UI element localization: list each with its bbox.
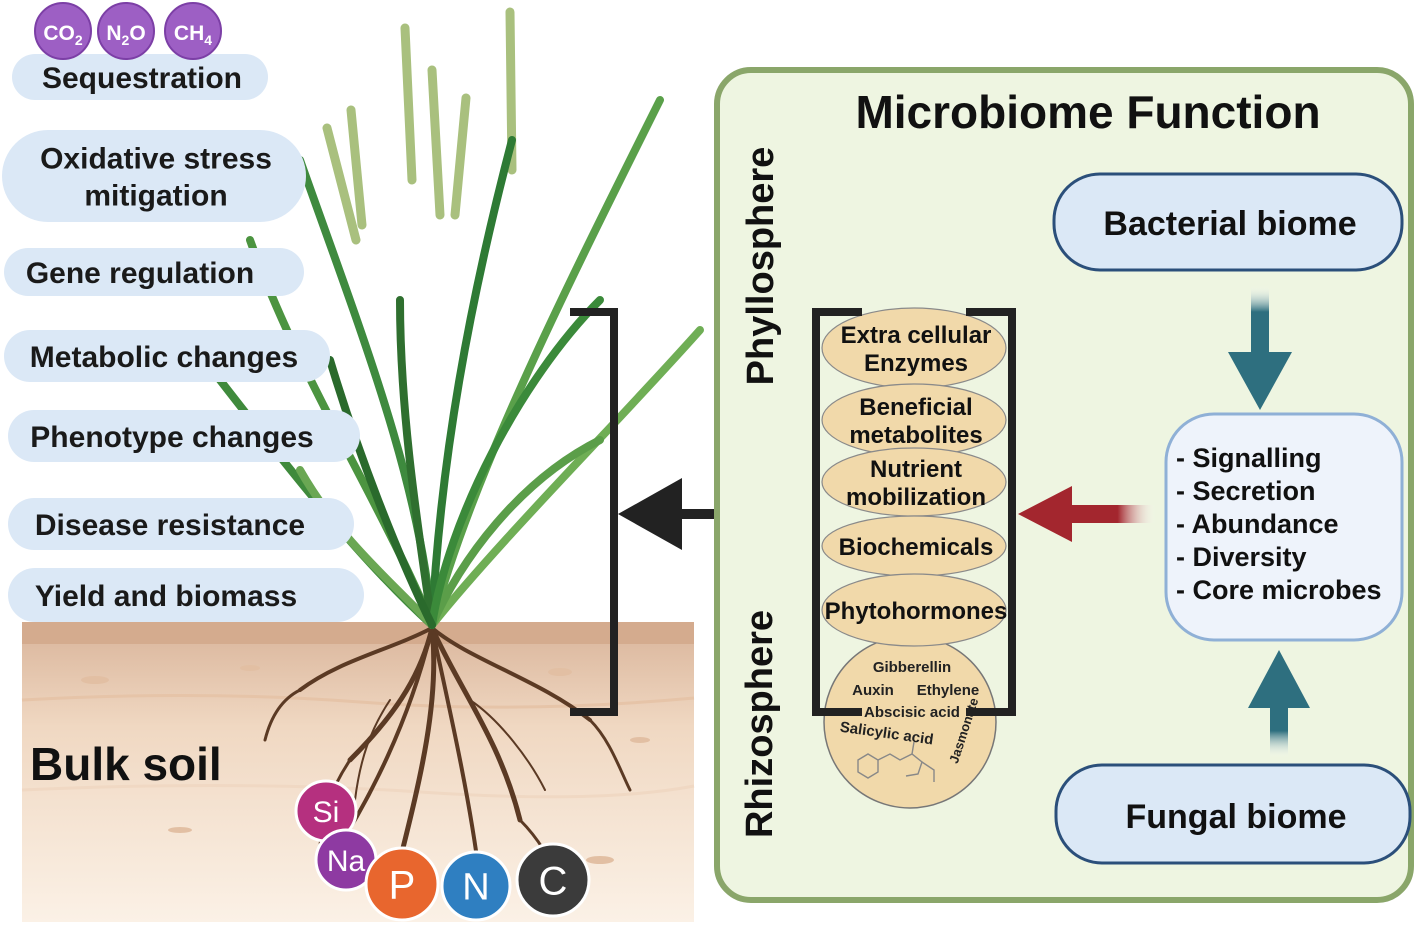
bacterial-to-functions-arrow — [1228, 286, 1292, 410]
benefit-pill — [12, 54, 268, 100]
benefit-item: Oxidative stress mitigation — [2, 130, 306, 222]
benefit-label: Yield and biomass — [35, 580, 297, 613]
nutrient-symbol: C — [539, 859, 568, 903]
product-label: Nutrient — [870, 456, 962, 483]
nutrient-symbol: N — [462, 867, 489, 909]
benefit-item: Phenotype changes — [8, 410, 360, 462]
benefit-label: Gene regulation — [26, 257, 254, 290]
nutrient-na: Na — [314, 828, 378, 892]
nutrient-symbol: Na — [327, 845, 366, 878]
benefit-item: Sequestration — [12, 54, 268, 100]
benefit-pill — [2, 130, 306, 222]
bulk-soil-label: Bulk soil — [30, 738, 222, 790]
functions-box — [1164, 412, 1404, 642]
product-label: Biochemicals — [839, 534, 994, 561]
soil-layer-line — [21, 783, 695, 799]
nutrient-symbol: Si — [313, 796, 340, 829]
benefit-item: Gene regulation — [4, 248, 304, 296]
function-item: - Abundance — [1176, 509, 1339, 539]
function-item: - Core microbes — [1176, 575, 1382, 605]
gas-bubble: CH4 — [164, 2, 222, 60]
benefit-pill — [8, 568, 364, 622]
microbiome-panel: Microbiome Function Phyllosphere Rhizosp… — [714, 67, 1414, 903]
nutrient-n: N — [440, 850, 512, 922]
fungal-to-functions-arrow — [1248, 650, 1310, 758]
product-label: Extra cellular — [841, 322, 992, 349]
panel-title: Microbiome Function — [855, 86, 1320, 138]
gas-bubble: CO2 — [34, 2, 92, 60]
gas-bubble: N2O — [97, 2, 155, 60]
product-label: Beneficial — [859, 394, 972, 421]
function-item: - Diversity — [1176, 542, 1307, 572]
soil-pebbles — [81, 665, 650, 864]
product-item: Biochemicals — [821, 515, 1007, 577]
product-label: Phytohormones — [825, 598, 1008, 625]
nutrient-circle — [440, 850, 512, 922]
gas-formula: CO2 — [43, 22, 83, 48]
benefit-pill — [8, 410, 360, 462]
function-list: - Signalling- Secretion- Abundance- Dive… — [1176, 443, 1382, 605]
nutrient-si: Si — [294, 779, 358, 843]
gas-formula: CH4 — [174, 22, 212, 48]
gas-circle — [34, 2, 92, 60]
product-label: Enzymes — [864, 350, 968, 377]
benefit-label: Oxidative stress — [40, 143, 272, 176]
product-label: metabolites — [849, 422, 982, 449]
product-item: Phytohormones — [821, 573, 1008, 647]
benefit-pill — [8, 498, 354, 550]
fungal-biome-label: Fungal biome — [1126, 798, 1347, 836]
gas-circle — [164, 2, 222, 60]
greenhouse-gases: CO2 N2O CH4 — [34, 2, 222, 60]
benefit-label: mitigation — [84, 180, 227, 213]
phyllosphere-label: Phyllosphere — [740, 147, 782, 386]
functions-to-products-arrow — [1018, 486, 1156, 542]
benefit-label: Sequestration — [42, 62, 242, 95]
nutrient-circle — [515, 842, 591, 918]
plant-bracket — [570, 308, 618, 716]
rhizosphere-label: Rhizosphere — [739, 610, 781, 838]
hormone-label: Ethylene — [917, 682, 980, 699]
soil-top-band — [22, 622, 694, 644]
product-bracket — [812, 308, 1016, 716]
benefit-label: Disease resistance — [35, 509, 305, 542]
bacterial-biome-label: Bacterial biome — [1103, 205, 1356, 243]
grass-plant — [216, 7, 704, 629]
fungal-biome-box — [1054, 763, 1412, 865]
hormone-label: Abscisic acid — [864, 704, 960, 721]
benefit-item: Metabolic changes — [4, 330, 330, 382]
nutrient-p: P — [364, 846, 440, 922]
nutrient-symbol: P — [389, 863, 416, 907]
gas-circle — [97, 2, 155, 60]
gas-formula: N2O — [106, 22, 145, 48]
benefit-label: Metabolic changes — [30, 341, 298, 374]
product-label: mobilization — [846, 484, 986, 511]
benefit-label: Phenotype changes — [30, 421, 313, 454]
benefit-item: Disease resistance — [8, 498, 354, 550]
benefit-item: Yield and biomass — [8, 568, 364, 622]
nutrient-circle — [364, 846, 440, 922]
function-item: - Secretion — [1176, 476, 1316, 506]
nutrient-c: C — [515, 842, 591, 918]
bacterial-biome-box — [1052, 172, 1404, 272]
soil-layer-line — [21, 693, 695, 709]
hormone-label: Auxin — [852, 682, 894, 699]
product-list: Extra cellularEnzymesBeneficialmetabolit… — [821, 307, 1008, 647]
benefit-pill — [4, 248, 304, 296]
product-ellipse — [821, 573, 1007, 647]
hormone-label: Gibberellin — [873, 659, 951, 676]
molecule-sketch — [857, 741, 935, 782]
benefit-pill — [4, 330, 330, 382]
seed-heads — [322, 7, 517, 245]
function-item: - Signalling — [1176, 443, 1322, 473]
